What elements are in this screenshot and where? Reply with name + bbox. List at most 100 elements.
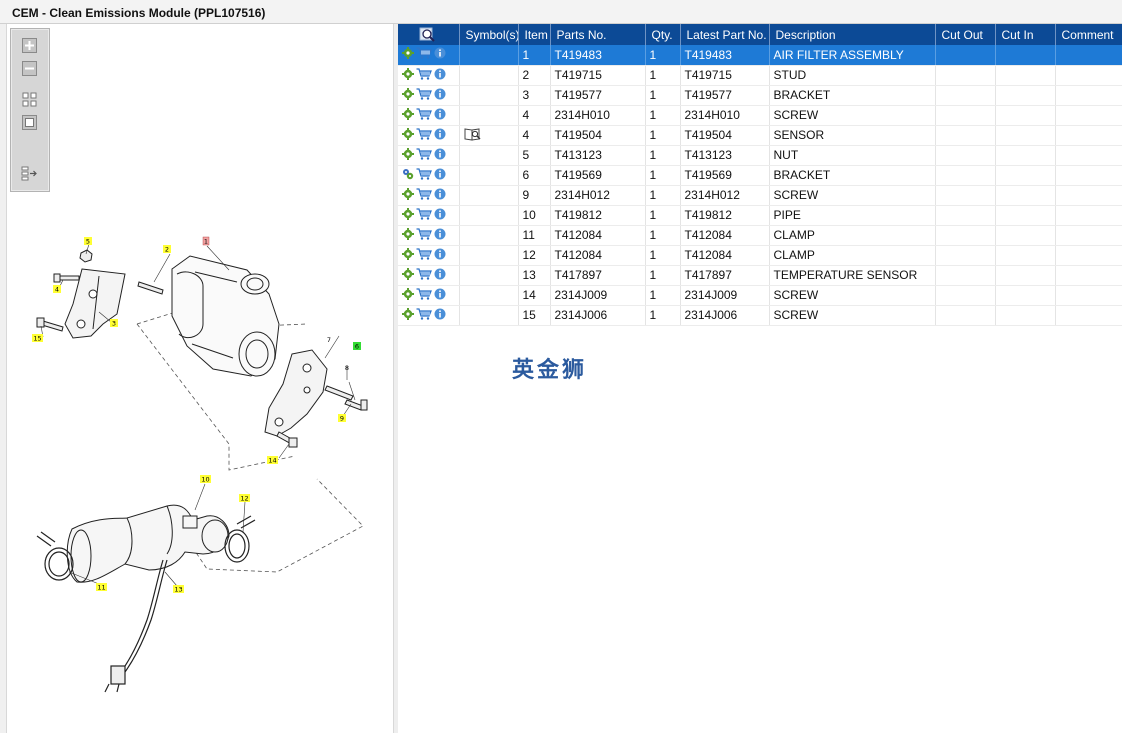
column-header-parts-no[interactable]: Parts No. [550, 24, 646, 45]
info-icon[interactable] [434, 208, 446, 223]
row-action-icons [398, 285, 460, 306]
column-header-item[interactable]: Item [518, 24, 551, 45]
cart-icon[interactable] [416, 248, 432, 263]
callout-6[interactable]: 6 [353, 342, 361, 351]
diagram-pane[interactable]: 1 2 3 4 5 6 7 8 9 10 11 12 13 14 15 [7, 24, 394, 733]
cell-item: 11 [518, 225, 551, 246]
cell-description: PIPE [769, 205, 936, 226]
cart-icon[interactable] [416, 208, 432, 223]
callout-3[interactable]: 3 [110, 319, 118, 328]
info-icon[interactable] [434, 288, 446, 303]
column-header-qty[interactable]: Qty. [645, 24, 681, 45]
callout-9[interactable]: 9 [338, 414, 346, 423]
gear-icon[interactable] [402, 107, 414, 123]
cell-symbols [459, 165, 519, 186]
pipe-drawing [66, 504, 230, 583]
gear-icon[interactable] [402, 287, 414, 303]
gear-icon[interactable] [402, 87, 414, 103]
column-header-cut-out[interactable]: Cut Out [935, 24, 996, 45]
column-header-search[interactable] [398, 24, 460, 45]
cart-icon[interactable] [416, 308, 432, 323]
cart-icon[interactable] [416, 68, 432, 83]
zoom-out-icon[interactable] [21, 60, 38, 77]
info-icon[interactable] [434, 168, 446, 183]
info-icon[interactable] [434, 148, 446, 163]
gears-icon[interactable] [402, 168, 414, 183]
cell-qty: 1 [645, 45, 681, 66]
cart-icon[interactable] [416, 108, 432, 123]
gear-icon[interactable] [402, 147, 414, 163]
gear-icon[interactable] [402, 187, 414, 203]
callout-5[interactable]: 5 [84, 237, 92, 246]
cart-icon[interactable] [416, 148, 432, 163]
gear-icon[interactable] [402, 247, 414, 263]
fit-all-icon[interactable] [21, 91, 38, 108]
gear-icon[interactable] [402, 227, 414, 243]
callout-12[interactable]: 12 [239, 494, 250, 503]
callout-1[interactable]: 1 [202, 236, 210, 246]
info-icon[interactable] [434, 268, 446, 283]
info-icon[interactable] [434, 128, 446, 143]
cell-parts-no: T419577 [550, 85, 646, 106]
info-icon[interactable] [434, 68, 446, 83]
gear-icon[interactable] [402, 307, 414, 323]
cart-icon[interactable] [416, 268, 432, 283]
info-icon[interactable] [434, 308, 446, 323]
column-header-description[interactable]: Description [769, 24, 936, 45]
column-header-comment[interactable]: Comment [1055, 24, 1122, 45]
fit-window-icon[interactable] [21, 114, 38, 131]
column-header-latest-part-no[interactable]: Latest Part No. [680, 24, 770, 45]
cell-latest-part-no: T419569 [680, 165, 770, 186]
book-search-icon[interactable] [464, 127, 482, 144]
zoom-in-icon[interactable] [21, 37, 38, 54]
callout-11[interactable]: 11 [96, 583, 107, 592]
search-icon[interactable] [419, 27, 437, 43]
column-header-cut-in[interactable]: Cut In [995, 24, 1056, 45]
callout-8[interactable]: 8 [345, 364, 349, 372]
gear-icon[interactable] [402, 127, 414, 143]
cart-icon[interactable] [416, 288, 432, 303]
gear-icon[interactable] [402, 47, 414, 62]
column-header-symbols[interactable]: Symbol(s) [459, 24, 519, 45]
cell-item: 1 [518, 45, 551, 66]
callout-14[interactable]: 14 [267, 456, 278, 465]
info-icon[interactable] [434, 188, 446, 203]
gear-icon[interactable] [402, 67, 414, 83]
callout-7[interactable]: 7 [327, 336, 331, 344]
cart-icon[interactable] [416, 228, 432, 243]
info-icon[interactable] [434, 88, 446, 103]
info-icon[interactable] [434, 248, 446, 263]
cart-icon[interactable] [416, 47, 432, 62]
callout-13[interactable]: 13 [173, 585, 184, 594]
cart-icon[interactable] [416, 168, 432, 183]
callout-10[interactable]: 10 [200, 475, 211, 484]
gear-icon[interactable] [402, 267, 414, 283]
cart-icon[interactable] [416, 128, 432, 143]
callout-15[interactable]: 15 [32, 334, 43, 343]
cart-icon[interactable] [416, 188, 432, 203]
export-panel-icon[interactable] [21, 165, 38, 182]
callout-2[interactable]: 2 [163, 245, 171, 254]
info-icon[interactable] [434, 47, 446, 62]
info-icon[interactable] [434, 228, 446, 243]
callout-4[interactable]: 4 [53, 285, 61, 294]
gear-icon[interactable] [402, 207, 414, 223]
temp-sensor-drawing [104, 559, 168, 693]
pane-splitter[interactable] [393, 24, 399, 733]
info-icon[interactable] [434, 108, 446, 123]
cart-icon[interactable] [416, 88, 432, 103]
